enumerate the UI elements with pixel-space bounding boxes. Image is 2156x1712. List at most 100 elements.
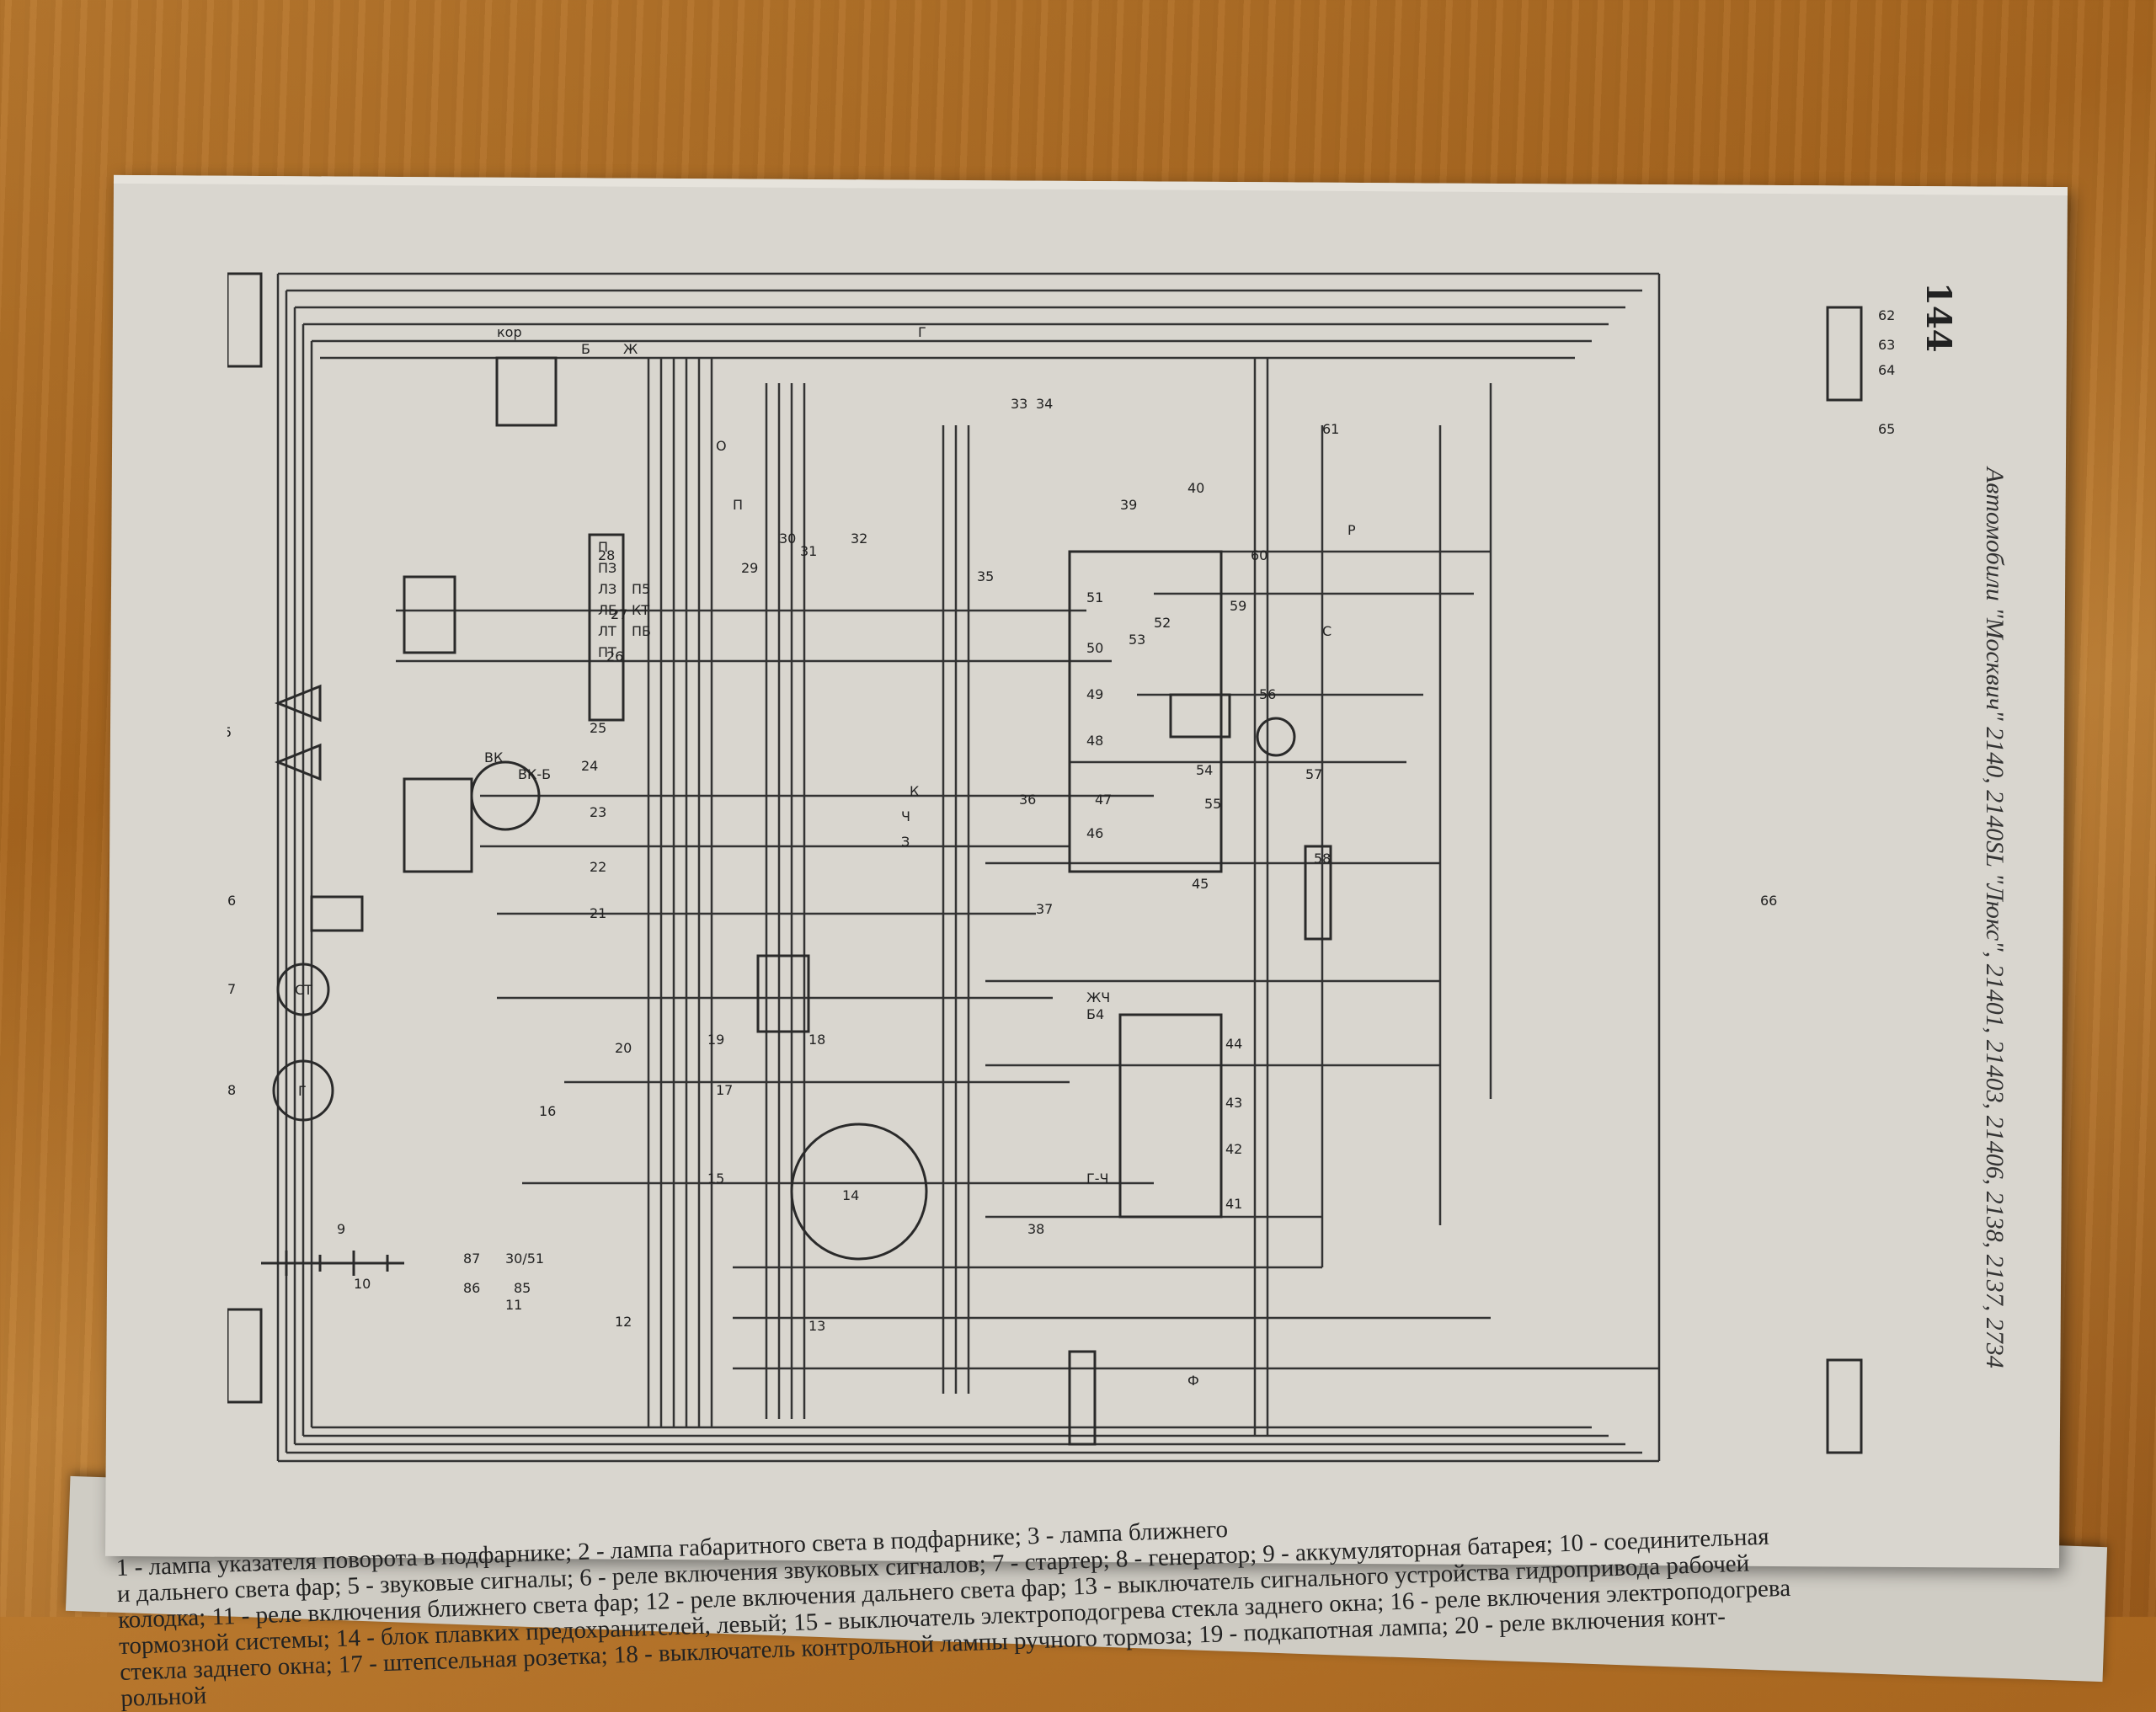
wiring-harness bbox=[276, 272, 1661, 1463]
label-9: 9 bbox=[337, 1221, 345, 1237]
label-48: 48 bbox=[1086, 733, 1103, 749]
front-right-headlight-block bbox=[227, 1308, 263, 1404]
label-15: 15 bbox=[707, 1171, 724, 1187]
label-39: 39 bbox=[1120, 497, 1137, 513]
label-12: 12 bbox=[615, 1314, 632, 1330]
label-44: 44 bbox=[1225, 1036, 1242, 1052]
fuel-level-sensor bbox=[1256, 717, 1296, 757]
label-19: 19 bbox=[707, 1032, 724, 1048]
label-54: 54 bbox=[1196, 762, 1213, 778]
label-14: 14 bbox=[842, 1187, 859, 1203]
instrument-panel-indicators bbox=[1068, 550, 1223, 873]
wire-code-p: П bbox=[733, 497, 743, 513]
label-49: 49 bbox=[1086, 686, 1103, 702]
instrument-cluster bbox=[790, 1123, 928, 1261]
page-number: 144 bbox=[1919, 282, 1958, 353]
radio-speaker bbox=[1169, 693, 1231, 739]
starter bbox=[276, 963, 330, 1016]
heater-motor bbox=[403, 575, 456, 654]
switch-block bbox=[1118, 1013, 1223, 1219]
rear-right-lamp-block bbox=[1826, 306, 1863, 402]
label-38: 38 bbox=[1027, 1221, 1044, 1237]
label-43: 43 bbox=[1225, 1095, 1242, 1111]
rear-left-lamp-block bbox=[1826, 1358, 1863, 1454]
fuse-label-pt: ПТ bbox=[598, 644, 616, 660]
component-number-labels: 1 2 3 4 5 6 7 8 9 10 11 12 13 14 15 16 1… bbox=[227, 307, 1895, 1334]
label-6: 6 bbox=[227, 893, 236, 909]
relay-pin-30-51: 30/51 bbox=[505, 1251, 544, 1267]
wire-code-zhch: ЖЧ bbox=[1086, 989, 1110, 1005]
wire-code-s: С bbox=[1322, 623, 1331, 639]
label-42: 42 bbox=[1225, 1141, 1242, 1157]
label-55: 55 bbox=[1204, 796, 1221, 812]
device-label-st: СТ bbox=[295, 982, 312, 998]
fuse-label-p: П bbox=[598, 539, 608, 555]
relay-pin-labels: 87 30/51 85 86 bbox=[463, 1251, 544, 1296]
rear-window-heater bbox=[1304, 845, 1332, 941]
label-61: 61 bbox=[1322, 421, 1339, 437]
front-left-headlight-block bbox=[227, 272, 263, 368]
label-26: 26 bbox=[606, 648, 623, 664]
label-18: 18 bbox=[808, 1032, 825, 1048]
wire-code-b4: Б4 bbox=[1086, 1006, 1104, 1022]
wire-code-o: О bbox=[716, 438, 727, 454]
fuse-block-14 bbox=[756, 954, 810, 1033]
label-27: 27 bbox=[611, 606, 627, 622]
label-47: 47 bbox=[1095, 792, 1112, 808]
label-50: 50 bbox=[1086, 640, 1103, 656]
label-32: 32 bbox=[851, 531, 867, 547]
label-37: 37 bbox=[1036, 901, 1053, 917]
wire-code-b: Б bbox=[581, 341, 590, 357]
device-label-vk: ВК bbox=[484, 749, 504, 765]
wire-code-k: К bbox=[910, 783, 920, 799]
wire-code-kor: кор bbox=[497, 324, 522, 340]
wire-code-z: З bbox=[901, 834, 910, 850]
fuse-labels: П ПЗ ЛЗ ЛБ ЛТ ПТ П5 КТ ПБ bbox=[598, 539, 651, 660]
label-21: 21 bbox=[590, 905, 606, 921]
horns bbox=[274, 684, 322, 781]
label-8: 8 bbox=[227, 1082, 236, 1098]
label-34: 34 bbox=[1036, 396, 1053, 412]
running-header: Автомобили "Москвич" 2140, 2140SL "Люкс"… bbox=[1981, 467, 2009, 1368]
label-41: 41 bbox=[1225, 1196, 1242, 1212]
label-22: 22 bbox=[590, 859, 606, 875]
wire-code-r: Р bbox=[1348, 522, 1356, 538]
device-label-vk-b: ВК-Б bbox=[518, 766, 551, 782]
label-65: 65 bbox=[1878, 421, 1895, 437]
label-52: 52 bbox=[1154, 615, 1171, 631]
label-11: 11 bbox=[505, 1297, 522, 1313]
relay-pin-85: 85 bbox=[514, 1280, 531, 1296]
label-28: 28 bbox=[598, 547, 615, 563]
label-59: 59 bbox=[1230, 598, 1246, 614]
label-31: 31 bbox=[800, 543, 817, 559]
label-33: 33 bbox=[1011, 396, 1027, 412]
wire-code-zh: Ж bbox=[623, 341, 638, 357]
label-30: 30 bbox=[779, 531, 796, 547]
device-labels: СТ Г ВК ВК-Б bbox=[295, 749, 551, 1099]
label-46: 46 bbox=[1086, 825, 1103, 841]
wire-code-ch: Ч bbox=[901, 808, 910, 824]
label-23: 23 bbox=[590, 804, 606, 820]
fuse-label-pb: ПБ bbox=[632, 623, 651, 639]
fuse-block-left bbox=[588, 533, 625, 722]
label-40: 40 bbox=[1187, 480, 1204, 496]
label-57: 57 bbox=[1305, 766, 1322, 782]
connector-block bbox=[1068, 1350, 1097, 1446]
battery bbox=[261, 1251, 404, 1276]
relay-pin-86: 86 bbox=[463, 1280, 480, 1296]
label-7: 7 bbox=[227, 981, 236, 997]
wire-code-g-ch: Г-Ч bbox=[1086, 1171, 1109, 1187]
wire-code-g: Г bbox=[918, 324, 926, 340]
fuse-block-right bbox=[495, 356, 558, 427]
fuse-label-lb: ЛБ bbox=[598, 602, 617, 618]
label-63: 63 bbox=[1878, 337, 1895, 353]
wiring-diagram: 1 2 3 4 5 6 7 8 9 10 11 12 13 14 15 16 1… bbox=[227, 272, 1895, 1463]
label-10: 10 bbox=[354, 1276, 371, 1292]
fuse-label-p5: П5 bbox=[632, 581, 650, 597]
label-58: 58 bbox=[1314, 851, 1331, 867]
label-66: 66 bbox=[1760, 893, 1777, 909]
label-64: 64 bbox=[1878, 362, 1895, 378]
relay-pin-87: 87 bbox=[463, 1251, 480, 1267]
wire-code-f: Ф bbox=[1187, 1373, 1199, 1389]
wiper-motor bbox=[403, 777, 473, 873]
